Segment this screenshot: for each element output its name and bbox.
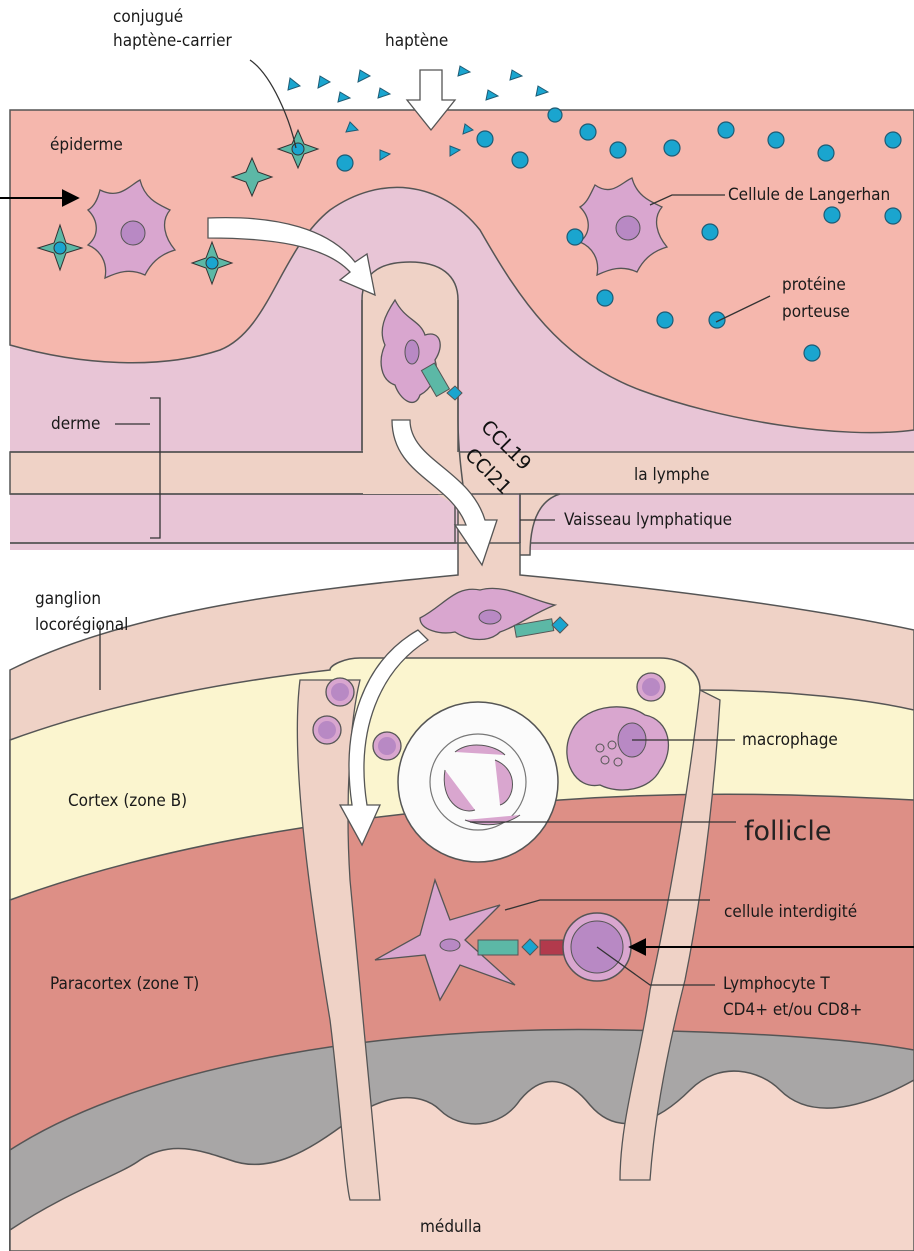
epidermis-label: épiderme	[50, 135, 123, 155]
tcell-label-2: CD4+ et/ou CD8+	[723, 1000, 862, 1020]
conjugate-label-1: conjugué	[113, 7, 183, 27]
lymph-vessel-label: Vaisseau lymphatique	[564, 510, 732, 530]
dermis-label: derme	[51, 414, 100, 434]
conjugate-label-2: haptène-carrier	[113, 31, 233, 51]
follicle-label: follicle	[744, 816, 832, 847]
tcell-label-1: Lymphocyte T	[723, 974, 830, 994]
lymph-label: la lymphe	[634, 465, 710, 485]
macrophage-label: macrophage	[742, 730, 838, 750]
langerhans-label: Cellule de Langerhan	[728, 185, 890, 205]
carrier-label-2: porteuse	[782, 302, 850, 322]
paracortex-label: Paracortex (zone T)	[50, 974, 199, 994]
medulla-label: médulla	[420, 1217, 482, 1237]
interdigitating-label: cellule interdigité	[724, 902, 857, 922]
node-label-2: locorégional	[35, 615, 128, 635]
node-label-1: ganglion	[35, 589, 101, 609]
macrophage-icon	[567, 707, 669, 790]
carrier-label-1: protéine	[782, 275, 846, 295]
haptene-label: haptène	[385, 31, 448, 51]
follicle-icon	[398, 702, 558, 862]
cortex-label: Cortex (zone B)	[68, 791, 187, 811]
